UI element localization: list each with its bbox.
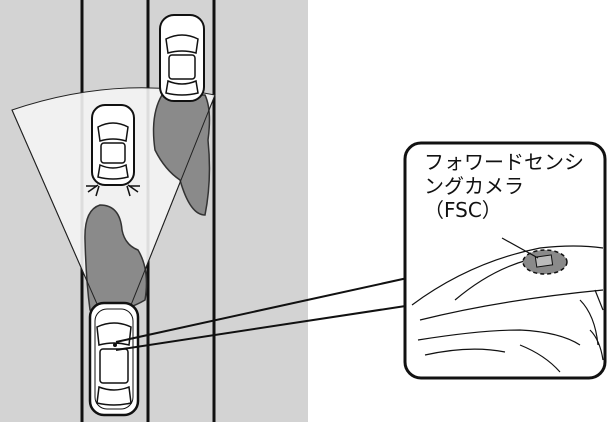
fsc-label-line3: （FSC）: [424, 198, 502, 222]
vehicle-ahead-braking: [91, 104, 135, 186]
fsc-label-line2: ングカメラ: [424, 174, 524, 198]
vehicle-shadow-front: [152, 94, 211, 216]
vehicle-shadow-middle: [84, 204, 148, 312]
windshield-illustration: [411, 245, 604, 373]
brake-light-marks: [86, 184, 140, 197]
fsc-leader-line: [501, 237, 539, 259]
fsc-label: フォワードセンシ ングカメラ （FSC）: [424, 150, 604, 222]
fsc-label-line1: フォワードセンシ: [424, 150, 584, 174]
own-vehicle: [88, 301, 140, 417]
callout-connector: [115, 276, 413, 351]
callout-box: [403, 141, 607, 380]
vehicle-far-ahead: [159, 14, 205, 102]
fsc-camera: [534, 254, 554, 268]
